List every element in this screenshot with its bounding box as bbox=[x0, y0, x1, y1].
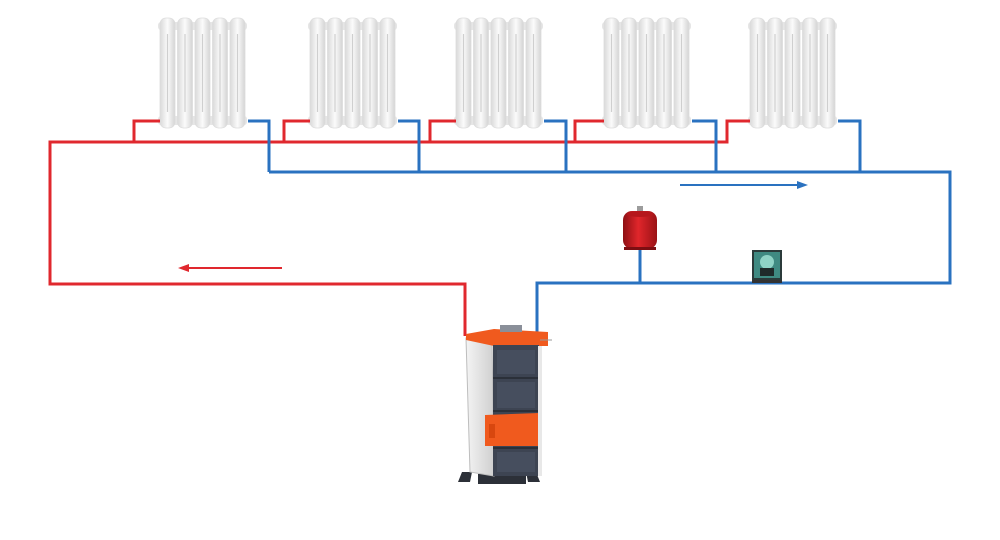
supply-pipes bbox=[48, 119, 750, 336]
supply-branch-2 bbox=[282, 119, 310, 142]
return-branch-1 bbox=[248, 119, 271, 172]
radiator-icon bbox=[308, 17, 397, 129]
supply-branch-1 bbox=[132, 119, 160, 142]
radiator-icon bbox=[748, 17, 837, 129]
radiators bbox=[158, 17, 837, 129]
return-branch-4 bbox=[692, 119, 718, 172]
return-branch-5 bbox=[838, 119, 862, 172]
circulation-pump-icon bbox=[752, 250, 782, 283]
radiator-icon bbox=[602, 17, 691, 129]
arrow-left-supply bbox=[178, 264, 282, 272]
supply-branch-3 bbox=[428, 119, 456, 142]
radiator-icon bbox=[158, 17, 247, 129]
radiator-icon bbox=[454, 17, 543, 129]
expansion-tank-icon bbox=[623, 206, 657, 250]
supply-branch-4 bbox=[573, 119, 604, 142]
supply-main-pipe bbox=[48, 140, 719, 336]
return-branch-2 bbox=[398, 119, 421, 172]
arrow-right-return bbox=[680, 181, 808, 189]
supply-branch-5 bbox=[719, 119, 750, 144]
return-pipes bbox=[248, 119, 952, 336]
return-branch-3 bbox=[544, 119, 568, 172]
boiler-icon bbox=[458, 325, 552, 484]
return-main-pipe bbox=[269, 170, 952, 336]
